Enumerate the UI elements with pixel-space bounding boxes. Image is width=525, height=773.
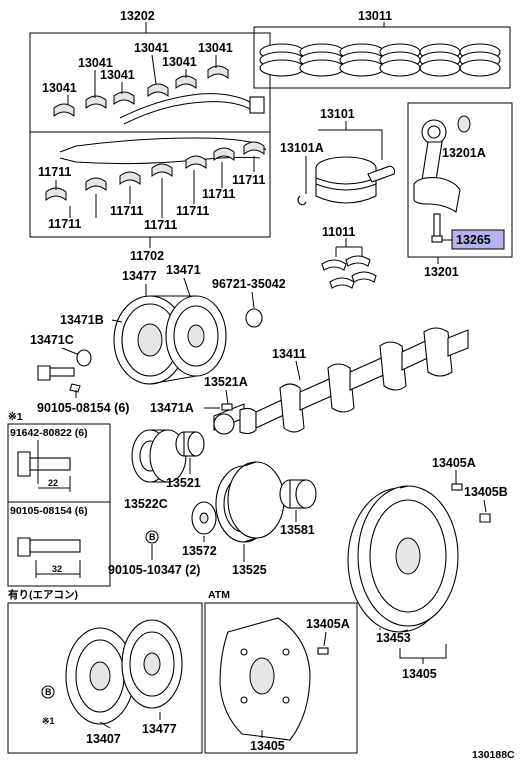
label-13202[interactable]: 13202 bbox=[120, 9, 155, 23]
connecting-rod bbox=[413, 115, 471, 243]
label-13101A[interactable]: 13101A bbox=[280, 141, 324, 155]
label-circle-b-2[interactable]: B bbox=[45, 687, 52, 697]
label-13041-c[interactable]: 13041 bbox=[100, 68, 135, 82]
label-13201[interactable]: 13201 bbox=[424, 265, 459, 279]
bolt-90105 bbox=[17, 537, 81, 578]
aircon-pulley bbox=[65, 619, 183, 725]
label-13471[interactable]: 13471 bbox=[166, 263, 201, 277]
label-13522C[interactable]: 13522C bbox=[124, 497, 168, 511]
label-13041-f[interactable]: 13041 bbox=[198, 41, 233, 55]
label-13011[interactable]: 13011 bbox=[358, 9, 392, 23]
label-13041-d[interactable]: 13041 bbox=[134, 41, 169, 55]
label-aircon[interactable]: 有り(エアコン) bbox=[8, 588, 78, 601]
label-96721-35042[interactable]: 96721-35042 bbox=[212, 277, 286, 291]
part-13581 bbox=[279, 479, 317, 509]
label-11711-e[interactable]: 11711 bbox=[176, 204, 209, 218]
drive-plate bbox=[219, 617, 329, 741]
label-13477[interactable]: 13477 bbox=[122, 269, 157, 283]
label-13405B[interactable]: 13405B bbox=[464, 485, 508, 499]
label-note1-b[interactable]: ※1 bbox=[42, 716, 55, 726]
label-13405-b[interactable]: 13405 bbox=[250, 739, 285, 753]
crankshaft bbox=[213, 327, 469, 435]
atm-option-box bbox=[204, 602, 358, 754]
drawing-code: 130188C bbox=[472, 749, 515, 761]
label-13572[interactable]: 13572 bbox=[182, 544, 217, 558]
circle-b-marker bbox=[145, 530, 159, 544]
label-13041-e[interactable]: 13041 bbox=[162, 55, 197, 69]
label-13453[interactable]: 13453 bbox=[376, 631, 411, 645]
label-13477-b[interactable]: 13477 bbox=[142, 722, 177, 736]
label-circle-b[interactable]: B bbox=[149, 532, 156, 542]
crank-gear-13522C bbox=[131, 429, 187, 483]
label-90105-08154-b[interactable]: 90105-08154 (6) bbox=[10, 505, 88, 517]
bolt-91642 bbox=[17, 440, 71, 492]
circle-b-marker-2 bbox=[41, 685, 55, 699]
upper-bearing-shells bbox=[53, 65, 265, 125]
label-13405[interactable]: 13405 bbox=[402, 667, 437, 681]
label-13411[interactable]: 13411 bbox=[272, 347, 306, 361]
label-11011[interactable]: 11011 bbox=[322, 225, 355, 239]
label-91642-80822[interactable]: 91642-80822 (6) bbox=[10, 427, 88, 439]
gear-13521 bbox=[175, 431, 205, 457]
label-13471B[interactable]: 13471B bbox=[60, 313, 104, 327]
label-13405A[interactable]: 13405A bbox=[432, 456, 476, 470]
label-13041-a[interactable]: 13041 bbox=[42, 81, 77, 95]
label-dim-32[interactable]: 32 bbox=[52, 564, 62, 574]
label-11711-f[interactable]: 11711 bbox=[48, 217, 81, 231]
label-13471C[interactable]: 13471C bbox=[30, 333, 74, 347]
label-11711-b[interactable]: 11711 bbox=[232, 173, 265, 187]
label-13201A[interactable]: 13201A bbox=[442, 146, 486, 160]
gear-13572 bbox=[191, 501, 217, 535]
piston bbox=[297, 156, 396, 206]
label-13471A[interactable]: 13471A bbox=[150, 401, 194, 415]
label-11711-d[interactable]: 11711 bbox=[110, 204, 143, 218]
label-13041-b[interactable]: 13041 bbox=[78, 56, 113, 70]
label-note1[interactable]: ※1 bbox=[8, 411, 23, 423]
conrod-box bbox=[407, 102, 513, 258]
label-atm[interactable]: ATM bbox=[208, 589, 230, 601]
label-90105-08154-a[interactable]: 90105-08154 (6) bbox=[37, 401, 129, 415]
label-dim-22[interactable]: 22 bbox=[48, 478, 58, 488]
label-11711-c[interactable]: 11711 bbox=[202, 187, 235, 201]
label-13265[interactable]: 13265 bbox=[456, 233, 491, 247]
label-90105-10347[interactable]: 90105-10347 (2) bbox=[108, 563, 200, 577]
label-13407[interactable]: 13407 bbox=[86, 732, 121, 746]
pulley-bolt-washer bbox=[37, 349, 92, 393]
piston-ring-sets bbox=[259, 43, 501, 77]
lower-bearing-shells bbox=[45, 137, 267, 202]
label-11702[interactable]: 11702 bbox=[130, 249, 164, 263]
aircon-option-box bbox=[7, 602, 203, 754]
crank-pulley bbox=[113, 295, 263, 385]
label-13525[interactable]: 13525 bbox=[232, 563, 267, 577]
label-13521A[interactable]: 13521A bbox=[204, 375, 248, 389]
thrust-washers bbox=[321, 255, 377, 289]
label-13581[interactable]: 13581 bbox=[280, 523, 315, 537]
label-11711-a[interactable]: 11711 bbox=[38, 165, 71, 179]
label-11711-g[interactable]: 11711 bbox=[144, 218, 177, 232]
gear-13525 bbox=[215, 461, 285, 543]
label-13521[interactable]: 13521 bbox=[166, 476, 201, 490]
label-13405A-b[interactable]: 13405A bbox=[306, 617, 350, 631]
bolt-box-90105 bbox=[7, 501, 111, 587]
piston-rings-box bbox=[253, 26, 511, 89]
flywheel bbox=[347, 485, 459, 633]
label-13101[interactable]: 13101 bbox=[320, 107, 355, 121]
